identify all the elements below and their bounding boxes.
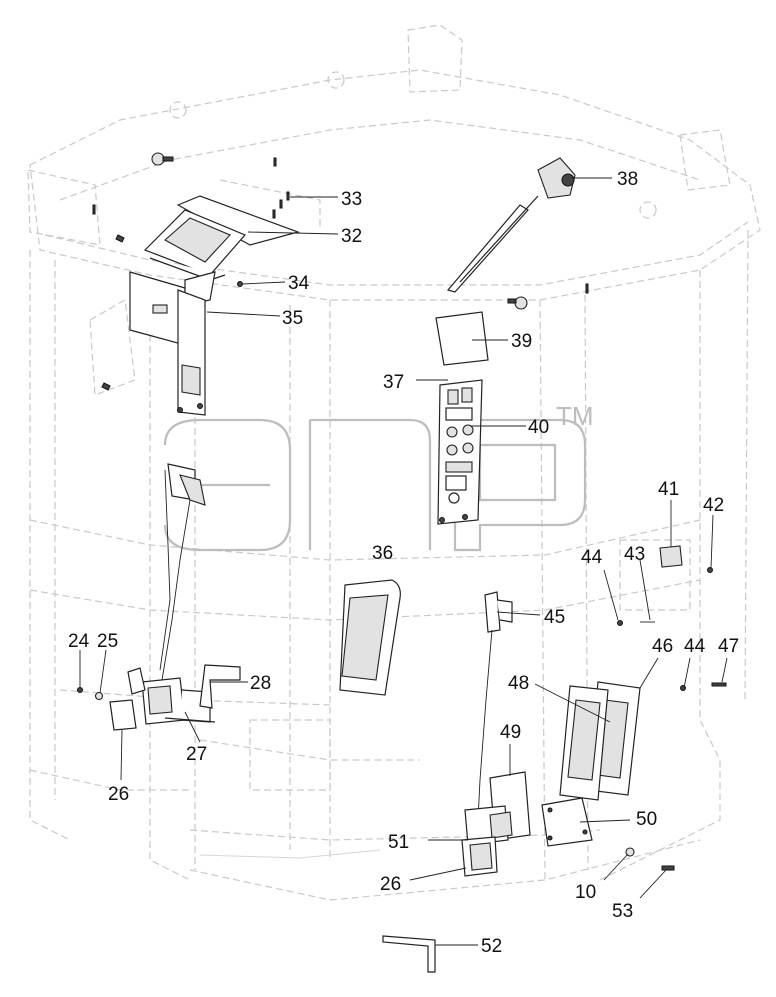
part-bracket-45 bbox=[484, 591, 513, 633]
part-wiper-motor-and-arm bbox=[446, 157, 576, 293]
callout-26-left: 26 bbox=[108, 784, 129, 805]
part-wire-harness-left bbox=[159, 463, 206, 681]
callout-labels: 33 32 34 35 38 39 37 40 41 42 43 44 36 4… bbox=[68, 169, 739, 957]
callout-26-right: 26 bbox=[380, 874, 401, 895]
part-bracket-52 bbox=[382, 935, 436, 973]
callout-42: 42 bbox=[703, 495, 724, 516]
callout-51: 51 bbox=[388, 832, 409, 853]
callout-34: 34 bbox=[288, 273, 310, 294]
part-knob bbox=[151, 152, 174, 166]
callout-32: 32 bbox=[341, 226, 362, 247]
part-switch-block-right bbox=[461, 771, 531, 877]
callout-39: 39 bbox=[511, 331, 532, 352]
callout-24: 24 bbox=[68, 631, 90, 652]
callout-28: 28 bbox=[250, 673, 271, 694]
callout-25: 25 bbox=[97, 631, 118, 652]
callout-10: 10 bbox=[575, 882, 596, 903]
watermark-logo: TM bbox=[163, 401, 594, 552]
part-cover-plate-39 bbox=[435, 311, 489, 366]
callout-45: 45 bbox=[544, 607, 565, 628]
part-knob-39 bbox=[507, 296, 528, 310]
part-small-bracket-41 bbox=[617, 545, 713, 626]
part-small-screws bbox=[92, 157, 589, 391]
callout-33: 33 bbox=[341, 189, 362, 210]
part-washer-and-bolt bbox=[625, 847, 675, 871]
callout-49: 49 bbox=[500, 722, 521, 743]
callout-27: 27 bbox=[186, 744, 207, 765]
callout-52: 52 bbox=[481, 936, 502, 957]
callout-36: 36 bbox=[372, 543, 393, 564]
callout-44-lower: 44 bbox=[684, 636, 706, 657]
callout-40: 40 bbox=[528, 417, 549, 438]
callout-53: 53 bbox=[612, 901, 633, 922]
cab-frame-outline bbox=[27, 24, 761, 901]
part-switch-panel-40 bbox=[437, 379, 483, 525]
part-switch-block-left bbox=[77, 664, 241, 731]
leader-lines bbox=[79, 177, 728, 946]
part-display-panel-36 bbox=[339, 579, 401, 696]
part-roof-cover-plate bbox=[143, 195, 300, 281]
callout-46: 46 bbox=[652, 636, 673, 657]
callout-48: 48 bbox=[508, 673, 529, 694]
callout-44-upper: 44 bbox=[581, 547, 603, 568]
callout-41: 41 bbox=[658, 479, 679, 500]
callout-43: 43 bbox=[624, 544, 645, 565]
callout-35: 35 bbox=[282, 308, 303, 329]
watermark-trademark: TM bbox=[556, 401, 594, 431]
callout-50: 50 bbox=[636, 809, 657, 830]
part-wire-harness-right bbox=[477, 629, 493, 821]
callout-37: 37 bbox=[383, 372, 404, 393]
callout-47: 47 bbox=[718, 636, 739, 657]
part-mounting-bracket bbox=[129, 271, 216, 416]
part-bolt-47 bbox=[680, 682, 727, 691]
callout-38: 38 bbox=[617, 169, 638, 190]
part-plate-50 bbox=[541, 797, 593, 847]
